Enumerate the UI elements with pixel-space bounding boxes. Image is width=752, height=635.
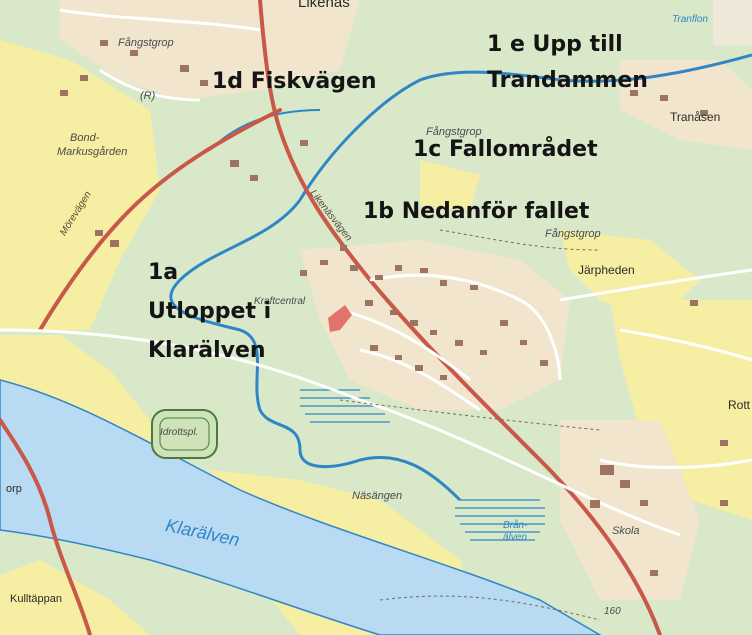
water-alven: älven (503, 532, 527, 543)
label-1d-fiskvagen: 1d Fiskvägen (212, 69, 377, 94)
label-1e-trandammen: Trandammen (487, 68, 648, 93)
place-r-symbol: (R) (140, 90, 156, 102)
place-jarpheden: Järpheden (578, 263, 635, 277)
place-nasangen: Näsängen (352, 490, 403, 502)
creek-upper (298, 53, 752, 201)
place-kulltappan: Kulltäppan (10, 593, 62, 605)
sports-field (151, 409, 218, 459)
wetland-hatch (300, 389, 545, 541)
place-idrottspl: Idrottspl. (160, 427, 199, 438)
place-bond: Bond- (70, 132, 100, 144)
water-tranflon: Tranflon (672, 14, 708, 25)
water-bran: Brån- (503, 520, 528, 531)
place-fangstgrop-nw: Fångstgrop (118, 37, 174, 49)
major-roads (0, 0, 662, 635)
label-1a-klaralven: Klarälven (148, 338, 266, 363)
label-1e-upp-till: 1 e Upp till (487, 32, 623, 57)
place-fangstgrop-mid: Fångstgrop (426, 126, 482, 138)
label-1a: 1a (148, 260, 179, 285)
boundary-lines (339, 229, 601, 621)
place-likenas: Likenäs (298, 0, 350, 11)
place-orp: orp (6, 483, 22, 495)
label-1b-nedanfor-fallet: 1b Nedanför fallet (363, 199, 590, 224)
buildings (60, 40, 728, 576)
creek (169, 199, 462, 502)
place-markusgarden: Markusgården (57, 146, 128, 158)
place-kraftcentral: Kraftcentral (254, 296, 306, 307)
place-tranasen: Tranåsen (670, 110, 721, 124)
place-160: 160 (604, 606, 621, 617)
highlight-building (328, 305, 352, 332)
corner-tab (713, 0, 752, 45)
minor-roads (0, 8, 752, 537)
place-fangstgrop-e: Fångstgrop (545, 228, 601, 240)
settlement-areas (60, 0, 752, 600)
place-skola: Skola (612, 525, 640, 537)
place-rott: Rott (728, 398, 751, 412)
label-1a-utloppet: Utloppet i (148, 299, 272, 324)
label-1c-fallomradet: 1c Fallområdet (413, 137, 598, 162)
